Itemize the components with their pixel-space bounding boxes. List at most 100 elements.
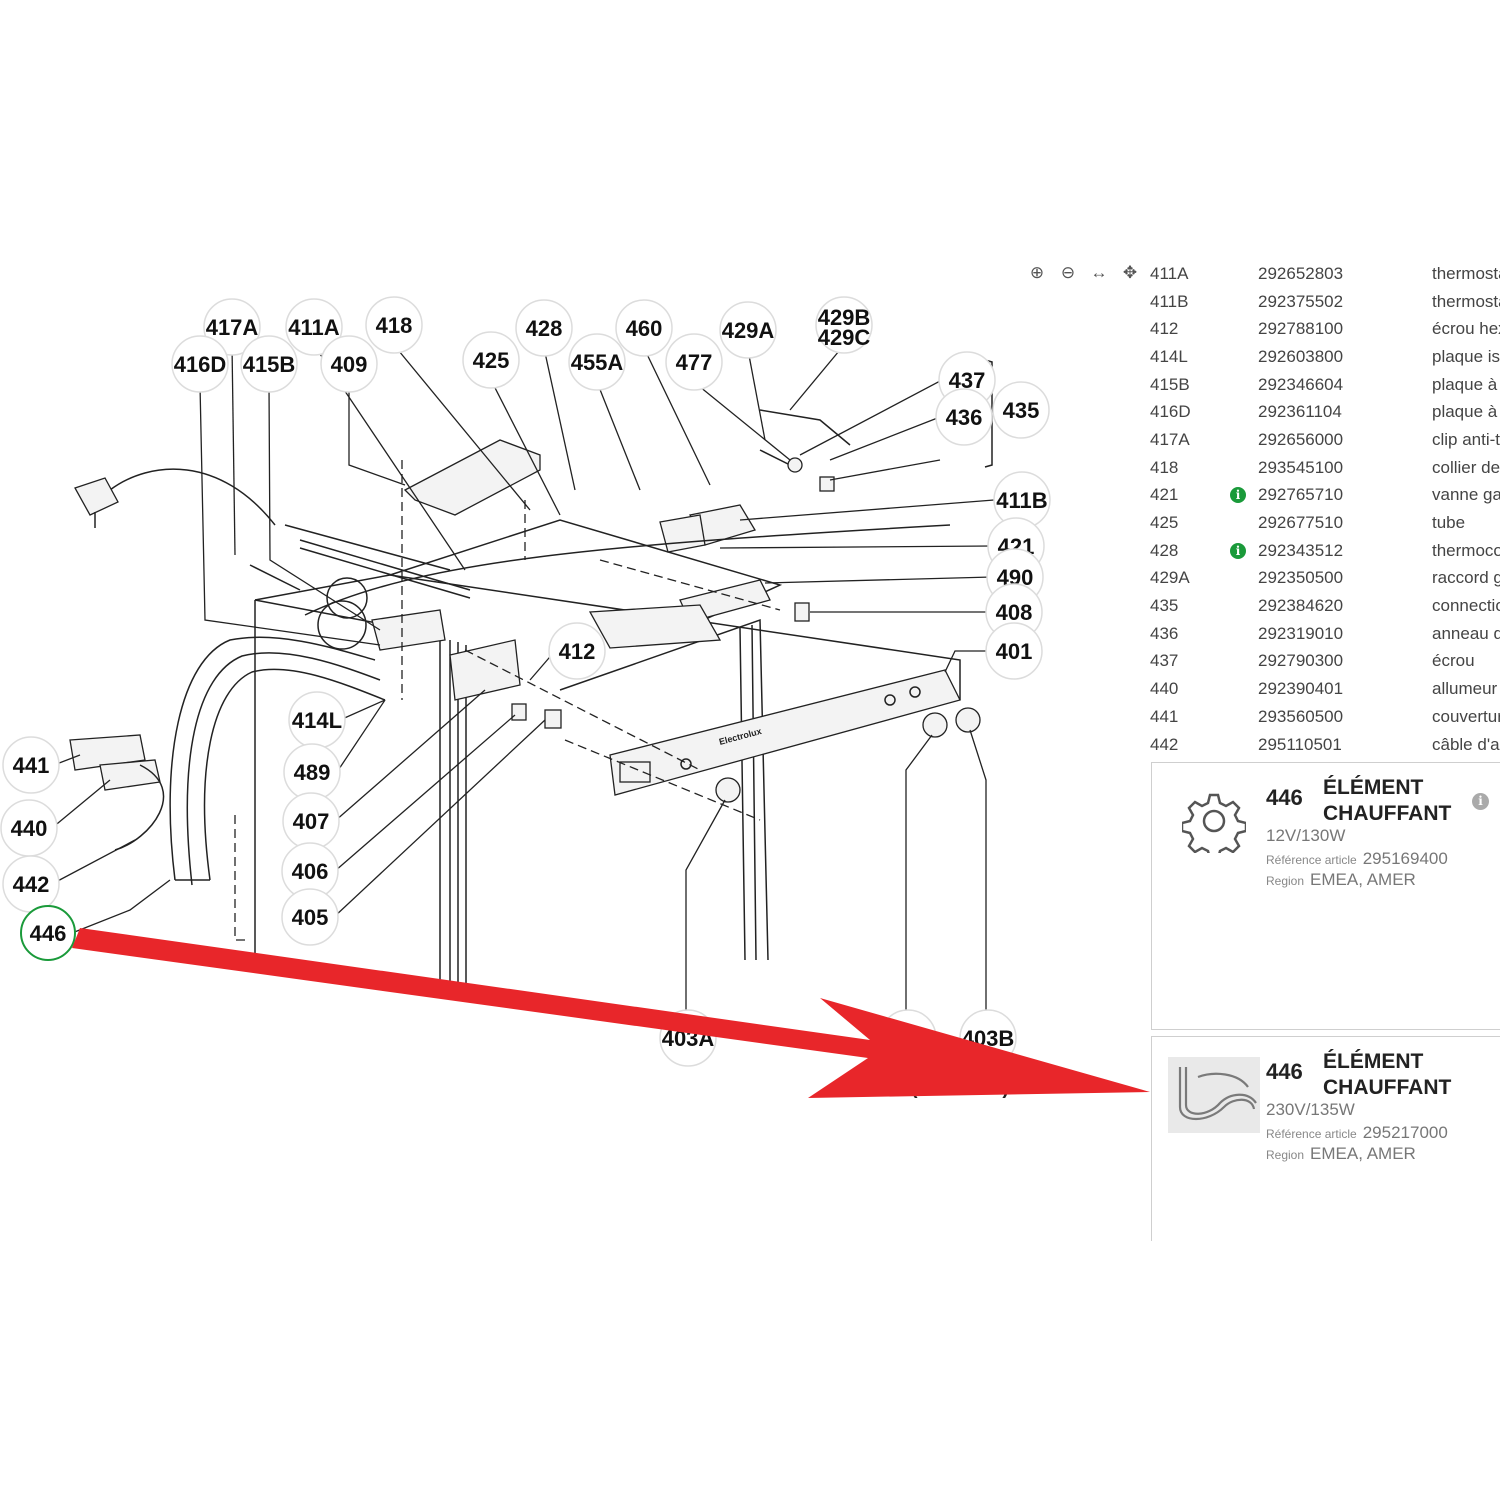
callout-403[interactable] [879, 1009, 937, 1067]
row-part-number: 414L [1150, 346, 1188, 366]
row-description: plaque à [1432, 402, 1498, 422]
svg-text:441: 441 [13, 753, 50, 778]
callout-442[interactable]: 442 [2, 855, 60, 913]
info-icon[interactable]: i [1230, 542, 1246, 559]
svg-text:429A: 429A [722, 318, 775, 343]
callout-403B[interactable]: 403B [959, 1009, 1017, 1067]
svg-text:416D: 416D [174, 352, 227, 377]
part-spec: 230V/135W [1266, 1100, 1355, 1119]
part-card-230v[interactable]: 446 ÉLÉMENT CHAUFFANT 230V/135W Référenc… [1151, 1036, 1500, 1241]
info-icon[interactable]: i [1472, 793, 1489, 810]
svg-text:403A: 403A [662, 1026, 715, 1051]
callout-409[interactable]: 409 [320, 335, 378, 393]
callout-425[interactable]: 425 [462, 331, 520, 389]
row-part-number: 440 [1150, 679, 1179, 699]
svg-text:435: 435 [1003, 398, 1040, 423]
part-number: 446 [1266, 1059, 1303, 1084]
callout-460[interactable]: 460 [615, 299, 673, 357]
row-reference: 295110501 [1258, 734, 1342, 754]
callout-446-selected[interactable]: 446 [20, 905, 76, 961]
row-description: thermoco [1432, 540, 1500, 560]
row-reference: 293545100 [1258, 457, 1344, 477]
row-part-number: 437 [1150, 651, 1179, 671]
row-part-number: 411B [1150, 291, 1189, 311]
callout-436[interactable]: 436 [935, 388, 993, 446]
info-icon[interactable]: i [1230, 487, 1246, 504]
move-icon[interactable]: ✥ [1122, 263, 1138, 282]
row-info-cell: i [1218, 542, 1258, 559]
row-description: connectio [1432, 596, 1500, 616]
callout-418[interactable]: 418 [365, 296, 423, 354]
row-part-number: 411A [1150, 263, 1189, 283]
heating-element-photo [1168, 1057, 1260, 1133]
callout-489[interactable]: 489 [283, 743, 341, 801]
parts-list: 411A292652803thermostat 411B 292375502 ther… [1150, 260, 1500, 758]
callout-477[interactable]: 477 [665, 333, 723, 391]
callout-406[interactable]: 406 [281, 842, 339, 900]
row-part-number: 415B [1150, 374, 1190, 394]
part-title[interactable]: ÉLÉMENT CHAUFFANT [1323, 1050, 1452, 1099]
row-reference: 292677510 [1258, 513, 1344, 533]
part-card-12v[interactable]: 446 ÉLÉMENT CHAUFFANT i 12V/130W Référen… [1151, 762, 1500, 1030]
callout-429A[interactable]: 429A [719, 301, 777, 359]
part-title[interactable]: ÉLÉMENT CHAUFFANT [1323, 776, 1452, 825]
callout-415B[interactable]: 415B [240, 335, 298, 393]
callout-405[interactable]: 405 [281, 888, 339, 946]
svg-text:407: 407 [293, 809, 330, 834]
callout-401[interactable]: 401 [985, 622, 1043, 680]
row-reference: 292603800 [1258, 346, 1344, 366]
svg-text:405: 405 [292, 905, 329, 930]
row-description: clip anti-t [1432, 429, 1500, 449]
callout-440[interactable]: 440 [0, 799, 58, 857]
callout-403A[interactable]: 403A [659, 1009, 717, 1067]
zoom-in-icon[interactable]: ⊕ [1029, 263, 1045, 282]
callout-428[interactable]: 428 [515, 299, 573, 357]
callout-414L[interactable]: 414L [288, 691, 346, 749]
parts-row-411B[interactable]: 411B292375502thermostat [1150, 288, 1500, 316]
callout-455A[interactable]: 455A [568, 333, 626, 391]
svg-text:489: 489 [294, 760, 331, 785]
callout-411B[interactable]: 411B [993, 471, 1051, 529]
callout-411A[interactable]: 411A [285, 298, 343, 356]
callout-412[interactable]: 412 [548, 622, 606, 680]
callout-416D[interactable]: 416D [171, 335, 229, 393]
fit-width-icon[interactable]: ↔ [1090, 263, 1108, 282]
zoom-out-icon[interactable]: ⊖ [1060, 263, 1076, 282]
callout-417A[interactable]: 417A [203, 298, 261, 356]
row-description: couvertur [1432, 706, 1500, 726]
svg-text:442: 442 [13, 872, 50, 897]
callout-441[interactable]: 441 [2, 736, 60, 794]
row-reference: 292375502 [1258, 291, 1344, 311]
row-part-number: 429A [1150, 568, 1190, 588]
parts-row-411A[interactable]: 411A292652803thermostat [1150, 260, 1500, 288]
part-number: 446 [1266, 785, 1303, 810]
svg-text:406: 406 [292, 859, 329, 884]
svg-text:455A: 455A [571, 350, 624, 375]
svg-text:408: 408 [996, 600, 1033, 625]
svg-text:401: 401 [996, 639, 1033, 664]
callout-435[interactable]: 435 [992, 381, 1050, 439]
svg-text:415B: 415B [243, 352, 296, 377]
callout-407[interactable]: 407 [282, 792, 340, 850]
row-description: écrou [1432, 651, 1475, 671]
